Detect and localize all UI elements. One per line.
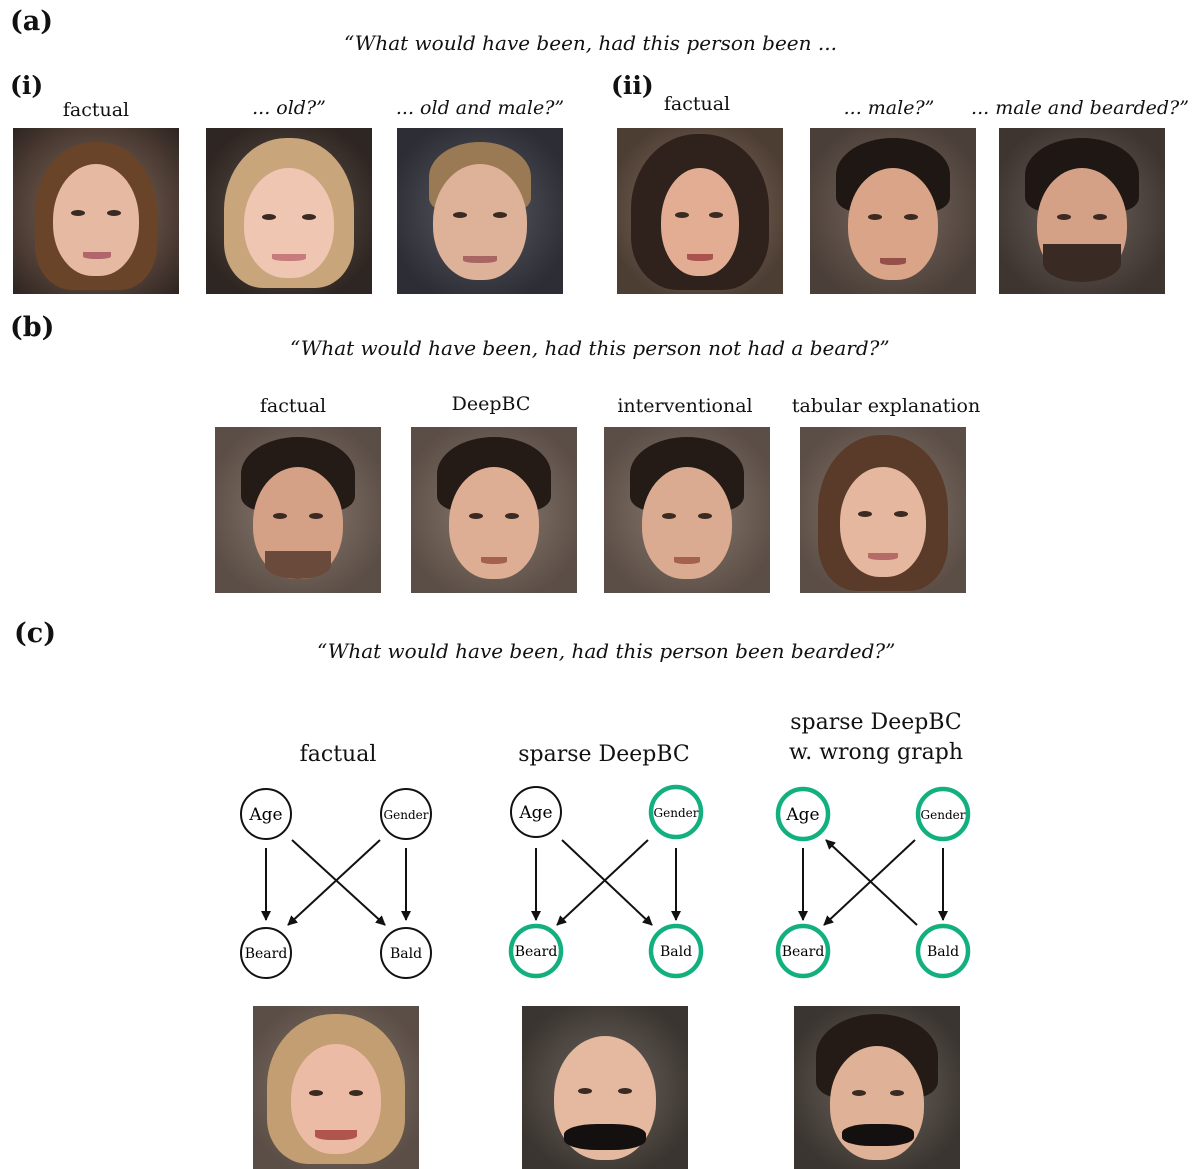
panel-c-label: (c) <box>14 618 56 649</box>
face-image-a-ii-factual <box>617 128 783 294</box>
graph-title-line-2: w. wrong graph <box>788 740 963 765</box>
node-label-beard: Beard <box>515 944 558 960</box>
node-label-age: Age <box>518 803 552 823</box>
node-age: Age <box>240 788 292 840</box>
caption-a-ii-male: ... male?” <box>843 97 935 119</box>
node-label-gender: Gender <box>654 806 699 820</box>
node-bald: Bald <box>648 923 704 979</box>
panel-a-i-label: (i) <box>10 71 44 100</box>
node-label-gender: Gender <box>384 808 429 822</box>
panel-c-question: “What would have been, had this person b… <box>317 639 896 663</box>
face-image-a-ii-male <box>810 128 976 294</box>
face-image-a-i-factual <box>13 128 179 294</box>
face-image-b-factual <box>215 427 381 593</box>
node-beard: Beard <box>508 923 564 979</box>
face-image-a-ii-male-bearded <box>999 128 1165 294</box>
node-gender: Gender <box>380 788 432 840</box>
node-age: Age <box>510 786 562 838</box>
caption-a-i-old-male: ... old and male?” <box>395 97 565 119</box>
face-image-b-tabular <box>800 427 966 593</box>
graph-title-factual: factual <box>238 740 438 770</box>
node-label-age: Age <box>248 805 282 825</box>
graph-title-line: factual <box>299 742 377 767</box>
node-bald: Bald <box>380 927 432 979</box>
graph-title-wrong-graph: sparse DeepBC w. wrong graph <box>766 708 986 768</box>
panel-b-label: (b) <box>10 312 55 343</box>
face-image-b-interventional <box>604 427 770 593</box>
graph-title-line: sparse DeepBC <box>518 742 690 767</box>
node-bald: Bald <box>915 923 971 979</box>
graph-title-sparse-deepbc: sparse DeepBC <box>504 740 704 770</box>
node-label-age: Age <box>785 805 819 825</box>
edge-age-bald <box>561 839 653 926</box>
caption-a-ii-male-bearded: ... male and bearded?” <box>971 97 1189 119</box>
face-image-a-i-old <box>206 128 372 294</box>
node-beard: Beard <box>775 923 831 979</box>
face-image-c-factual <box>253 1006 419 1169</box>
node-label-gender: Gender <box>921 808 966 822</box>
caption-a-i-factual: factual <box>62 99 130 121</box>
graph-wrong: Age Gender Beard Bald <box>775 786 971 979</box>
face-image-c-wrong-graph <box>794 1006 960 1169</box>
edge-bald-age <box>825 839 918 926</box>
node-label-beard: Beard <box>782 944 825 960</box>
face-image-a-i-old-male <box>397 128 563 294</box>
caption-b-interventional: interventional <box>617 395 753 417</box>
graph-title-line-1: sparse DeepBC <box>790 710 962 735</box>
edge-gender-beard <box>287 839 381 926</box>
edge-gender-beard <box>823 839 916 926</box>
node-label-bald: Bald <box>927 944 959 960</box>
panel-b-question: “What would have been, had this person n… <box>290 336 890 360</box>
panel-a-question: “What would have been, had this person b… <box>344 31 837 55</box>
edge-gender-beard <box>556 839 649 926</box>
node-gender: Gender <box>648 784 704 840</box>
graph-factual: Age Gender Beard Bald <box>240 788 432 979</box>
caption-b-factual: factual <box>259 395 327 417</box>
node-label-bald: Bald <box>390 946 422 962</box>
panel-a-label: (a) <box>10 6 54 37</box>
node-gender: Gender <box>915 786 971 842</box>
edge-age-bald <box>291 839 386 926</box>
node-label-bald: Bald <box>660 944 692 960</box>
node-age: Age <box>775 786 831 842</box>
caption-a-ii-factual: factual <box>663 93 731 115</box>
caption-a-i-old: ... old?” <box>252 97 326 119</box>
face-image-b-deepbc <box>411 427 577 593</box>
caption-b-deepbc: DeepBC <box>451 393 531 415</box>
node-label-beard: Beard <box>245 946 288 962</box>
graph-sparse-deepbc: Age Gender Beard Bald <box>508 784 704 979</box>
causal-graphs: Age Gender Beard Bald Age Gender Beard B… <box>240 784 971 979</box>
node-beard: Beard <box>240 927 292 979</box>
panel-a-ii-label: (ii) <box>611 71 654 100</box>
caption-b-tabular: tabular explanation <box>791 395 981 417</box>
face-image-c-sparse-deepbc <box>522 1006 688 1169</box>
